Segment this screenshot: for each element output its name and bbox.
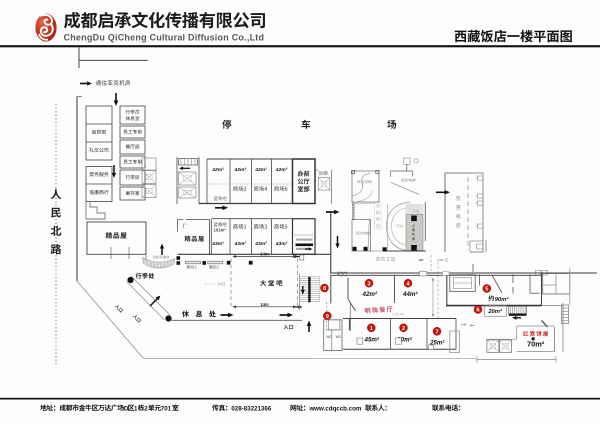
svg-text:3: 3 <box>367 281 371 287</box>
svg-text:D: D <box>124 405 129 412</box>
svg-text:20m²: 20m² <box>487 308 503 315</box>
svg-text:42m²: 42m² <box>362 291 378 298</box>
svg-text:8: 8 <box>323 286 327 292</box>
svg-text:101m²: 101m² <box>214 228 227 233</box>
svg-text:WC: WC <box>326 335 332 339</box>
svg-text:1: 1 <box>370 326 374 332</box>
svg-text:43m²: 43m² <box>254 241 267 247</box>
svg-text:701: 701 <box>161 405 172 412</box>
svg-text:25m²: 25m² <box>429 339 445 346</box>
svg-text:90m²: 90m² <box>495 296 510 303</box>
svg-text:43m²: 43m² <box>211 241 224 247</box>
svg-text:44m²: 44m² <box>402 291 418 298</box>
svg-text:30m²: 30m² <box>397 336 412 343</box>
svg-text:43m²: 43m² <box>234 241 247 247</box>
svg-text:42m²: 42m² <box>234 167 247 173</box>
svg-text:5: 5 <box>485 287 489 293</box>
svg-text:42m²: 42m² <box>275 167 288 173</box>
svg-text:42m²: 42m² <box>211 167 224 173</box>
svg-text:14m: 14m <box>260 252 269 257</box>
svg-text:6: 6 <box>476 308 480 314</box>
svg-text:4: 4 <box>406 281 410 287</box>
svg-text:70m²: 70m² <box>527 340 545 349</box>
svg-text:www.cdqccb.com: www.cdqccb.com <box>308 405 362 412</box>
svg-text:( 33 78²: ( 33 78² <box>393 313 406 317</box>
svg-text:43m²: 43m² <box>275 241 288 247</box>
svg-text:7: 7 <box>435 329 439 335</box>
svg-text:WC: WC <box>336 335 342 339</box>
svg-text:9: 9 <box>326 314 330 320</box>
svg-text:028-83221366: 028-83221366 <box>231 405 271 412</box>
svg-text:42m²: 42m² <box>254 167 267 173</box>
svg-text:45m²: 45m² <box>364 336 380 343</box>
svg-text:ChengDu QiCheng Cultural Diffu: ChengDu QiCheng Cultural Diffusion Co.,L… <box>64 33 265 43</box>
svg-text:2: 2 <box>402 326 406 332</box>
svg-text:1: 1 <box>134 405 138 412</box>
svg-text:2: 2 <box>144 405 148 412</box>
svg-text:14m: 14m <box>260 302 269 307</box>
